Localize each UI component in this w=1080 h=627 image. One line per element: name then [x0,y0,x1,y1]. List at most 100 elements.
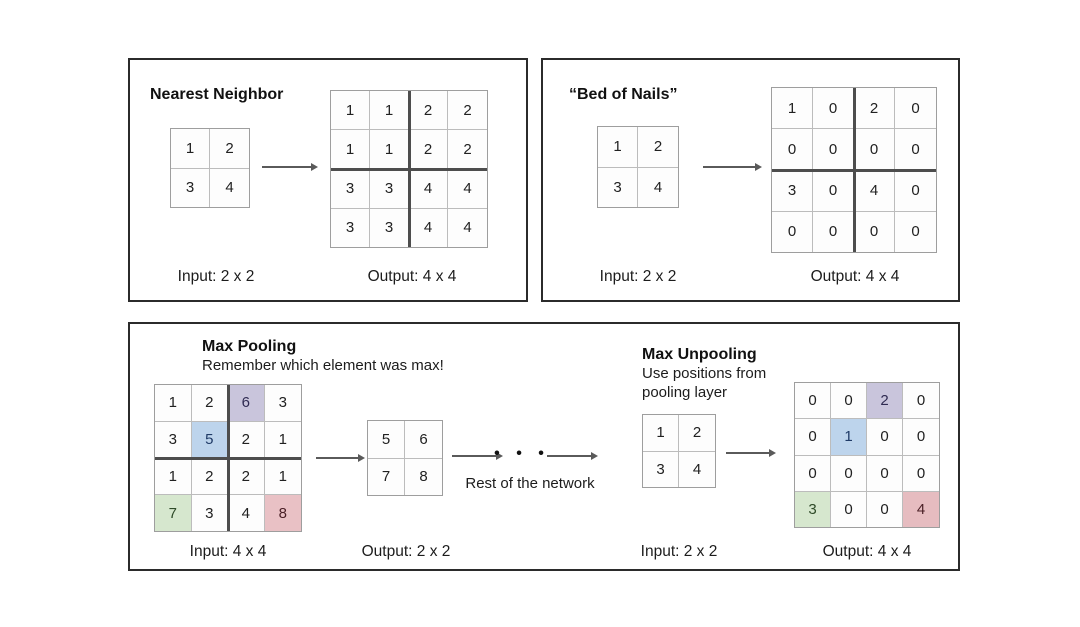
arrow-icon [703,163,762,170]
grid-cell: 0 [772,211,813,252]
grid-cell: 0 [895,129,936,171]
grid-cell: 3 [643,451,679,487]
grid-cell: 0 [813,129,854,171]
grid-cell: 3 [192,495,228,531]
grid-cell: 2 [679,415,715,452]
arrow-icon [547,452,598,459]
grid-cell: 3 [331,169,370,209]
grid-cell: 2 [409,130,448,170]
grid-cell: 2 [448,130,487,170]
grid-cell: 3 [795,491,831,527]
grid-cell: 1 [831,419,867,456]
quadrant-divider-horizontal [331,167,487,171]
grid-cell: 0 [911,223,920,241]
grid-cell: 3 [264,385,301,422]
grid-cell: 0 [903,456,939,492]
grid-cell: 1 [331,91,370,131]
grid-cell: 0 [854,211,895,252]
grid-cell: 4 [653,178,663,196]
grid-cell: 0 [795,419,831,456]
grid-cell: 4 [225,179,234,197]
grid-cell: 2 [210,129,249,169]
grid-cell: 0 [795,383,831,420]
max-unpooling-input-label: Input: 2 x 2 [640,543,718,560]
grid-cell: 2 [228,421,265,459]
grid-cell: 4 [409,169,448,209]
grid-cell: 0 [831,455,867,492]
rest-of-network-label: Rest of the network [465,475,595,492]
grid-cell: 0 [895,171,936,212]
grid-cell: 2 [638,127,678,168]
bed-of-nails-title: “Bed of Nails” [569,86,678,103]
grid-cell: 0 [831,491,867,527]
grid-cell: 8 [264,495,301,531]
grid-cell: 0 [813,170,854,212]
grid-cell: 0 [854,129,895,171]
grid-cell: 0 [867,455,903,492]
grid-cell: 0 [867,419,903,456]
grid-cell: 1 [772,88,813,130]
grid-cell: 1 [264,459,301,496]
grid-cell: 3 [370,208,409,247]
bed-of-nails-input-label: Input: 2 x 2 [599,268,677,285]
arrow-icon [316,454,365,461]
max-pooling-subtitle: Remember which element was max! [202,357,444,374]
max-pooling-output-label: Output: 2 x 2 [361,543,451,560]
grid-cell: 0 [903,419,939,456]
max-pooling-input-label: Input: 4 x 4 [189,543,267,560]
grid-cell: 6 [405,421,442,459]
grid-cell: 1 [171,129,210,169]
grid-cell: 3 [331,208,370,247]
grid-cell: 1 [643,415,679,452]
grid-cell: 3 [598,167,638,207]
grid-cell: 0 [831,383,867,420]
grid-cell: 7 [368,458,405,495]
grid-cell: 4 [463,219,472,237]
grid-cell: 3 [171,168,210,207]
grid-cell: 2 [191,458,228,496]
grid-cell: 1 [598,127,638,168]
grid-cell: 1 [370,91,409,131]
arrow-icon [262,163,318,170]
grid-cell: 5 [368,421,405,459]
grid-cell: 4 [692,460,702,478]
grid-cell: 4 [854,170,895,212]
grid-cell: 0 [867,491,903,527]
max-unpooling-title: Max Unpooling [642,346,757,363]
grid-cell: 0 [813,211,854,252]
grid-cell: 0 [903,383,939,420]
grid-cell: 1 [331,130,370,170]
max-unpooling-subtitle-line2: pooling layer [642,384,728,401]
grid-cell: 2 [228,458,265,496]
quadrant-divider-horizontal [772,168,936,172]
grid-cell: 4 [903,491,939,527]
grid-cell: 3 [370,169,409,209]
grid-cell: 3 [772,170,813,212]
grid-cell: 5 [191,421,228,459]
bed-of-nails-output-label: Output: 4 x 4 [810,268,900,285]
grid-cell: 4 [448,170,487,209]
grid-cell: 2 [409,91,448,131]
max-unpooling-output-label: Output: 4 x 4 [822,543,912,560]
grid-cell: 8 [419,468,428,486]
grid-cell: 3 [155,421,192,459]
nearest-neighbor-title: Nearest Neighbor [150,86,284,103]
grid-cell: 1 [155,385,192,422]
grid-cell: 4 [228,495,265,531]
grid-cell: 2 [867,383,903,420]
max-unpooling-subtitle-line1: Use positions from [642,365,767,382]
grid-cell: 6 [228,385,265,422]
grid-cell: 2 [448,91,487,131]
grid-cell: 0 [795,455,831,492]
grid-cell: 2 [854,88,895,130]
max-pooling-unpooling-panel: Max Pooling Remember which element was m… [128,322,960,571]
